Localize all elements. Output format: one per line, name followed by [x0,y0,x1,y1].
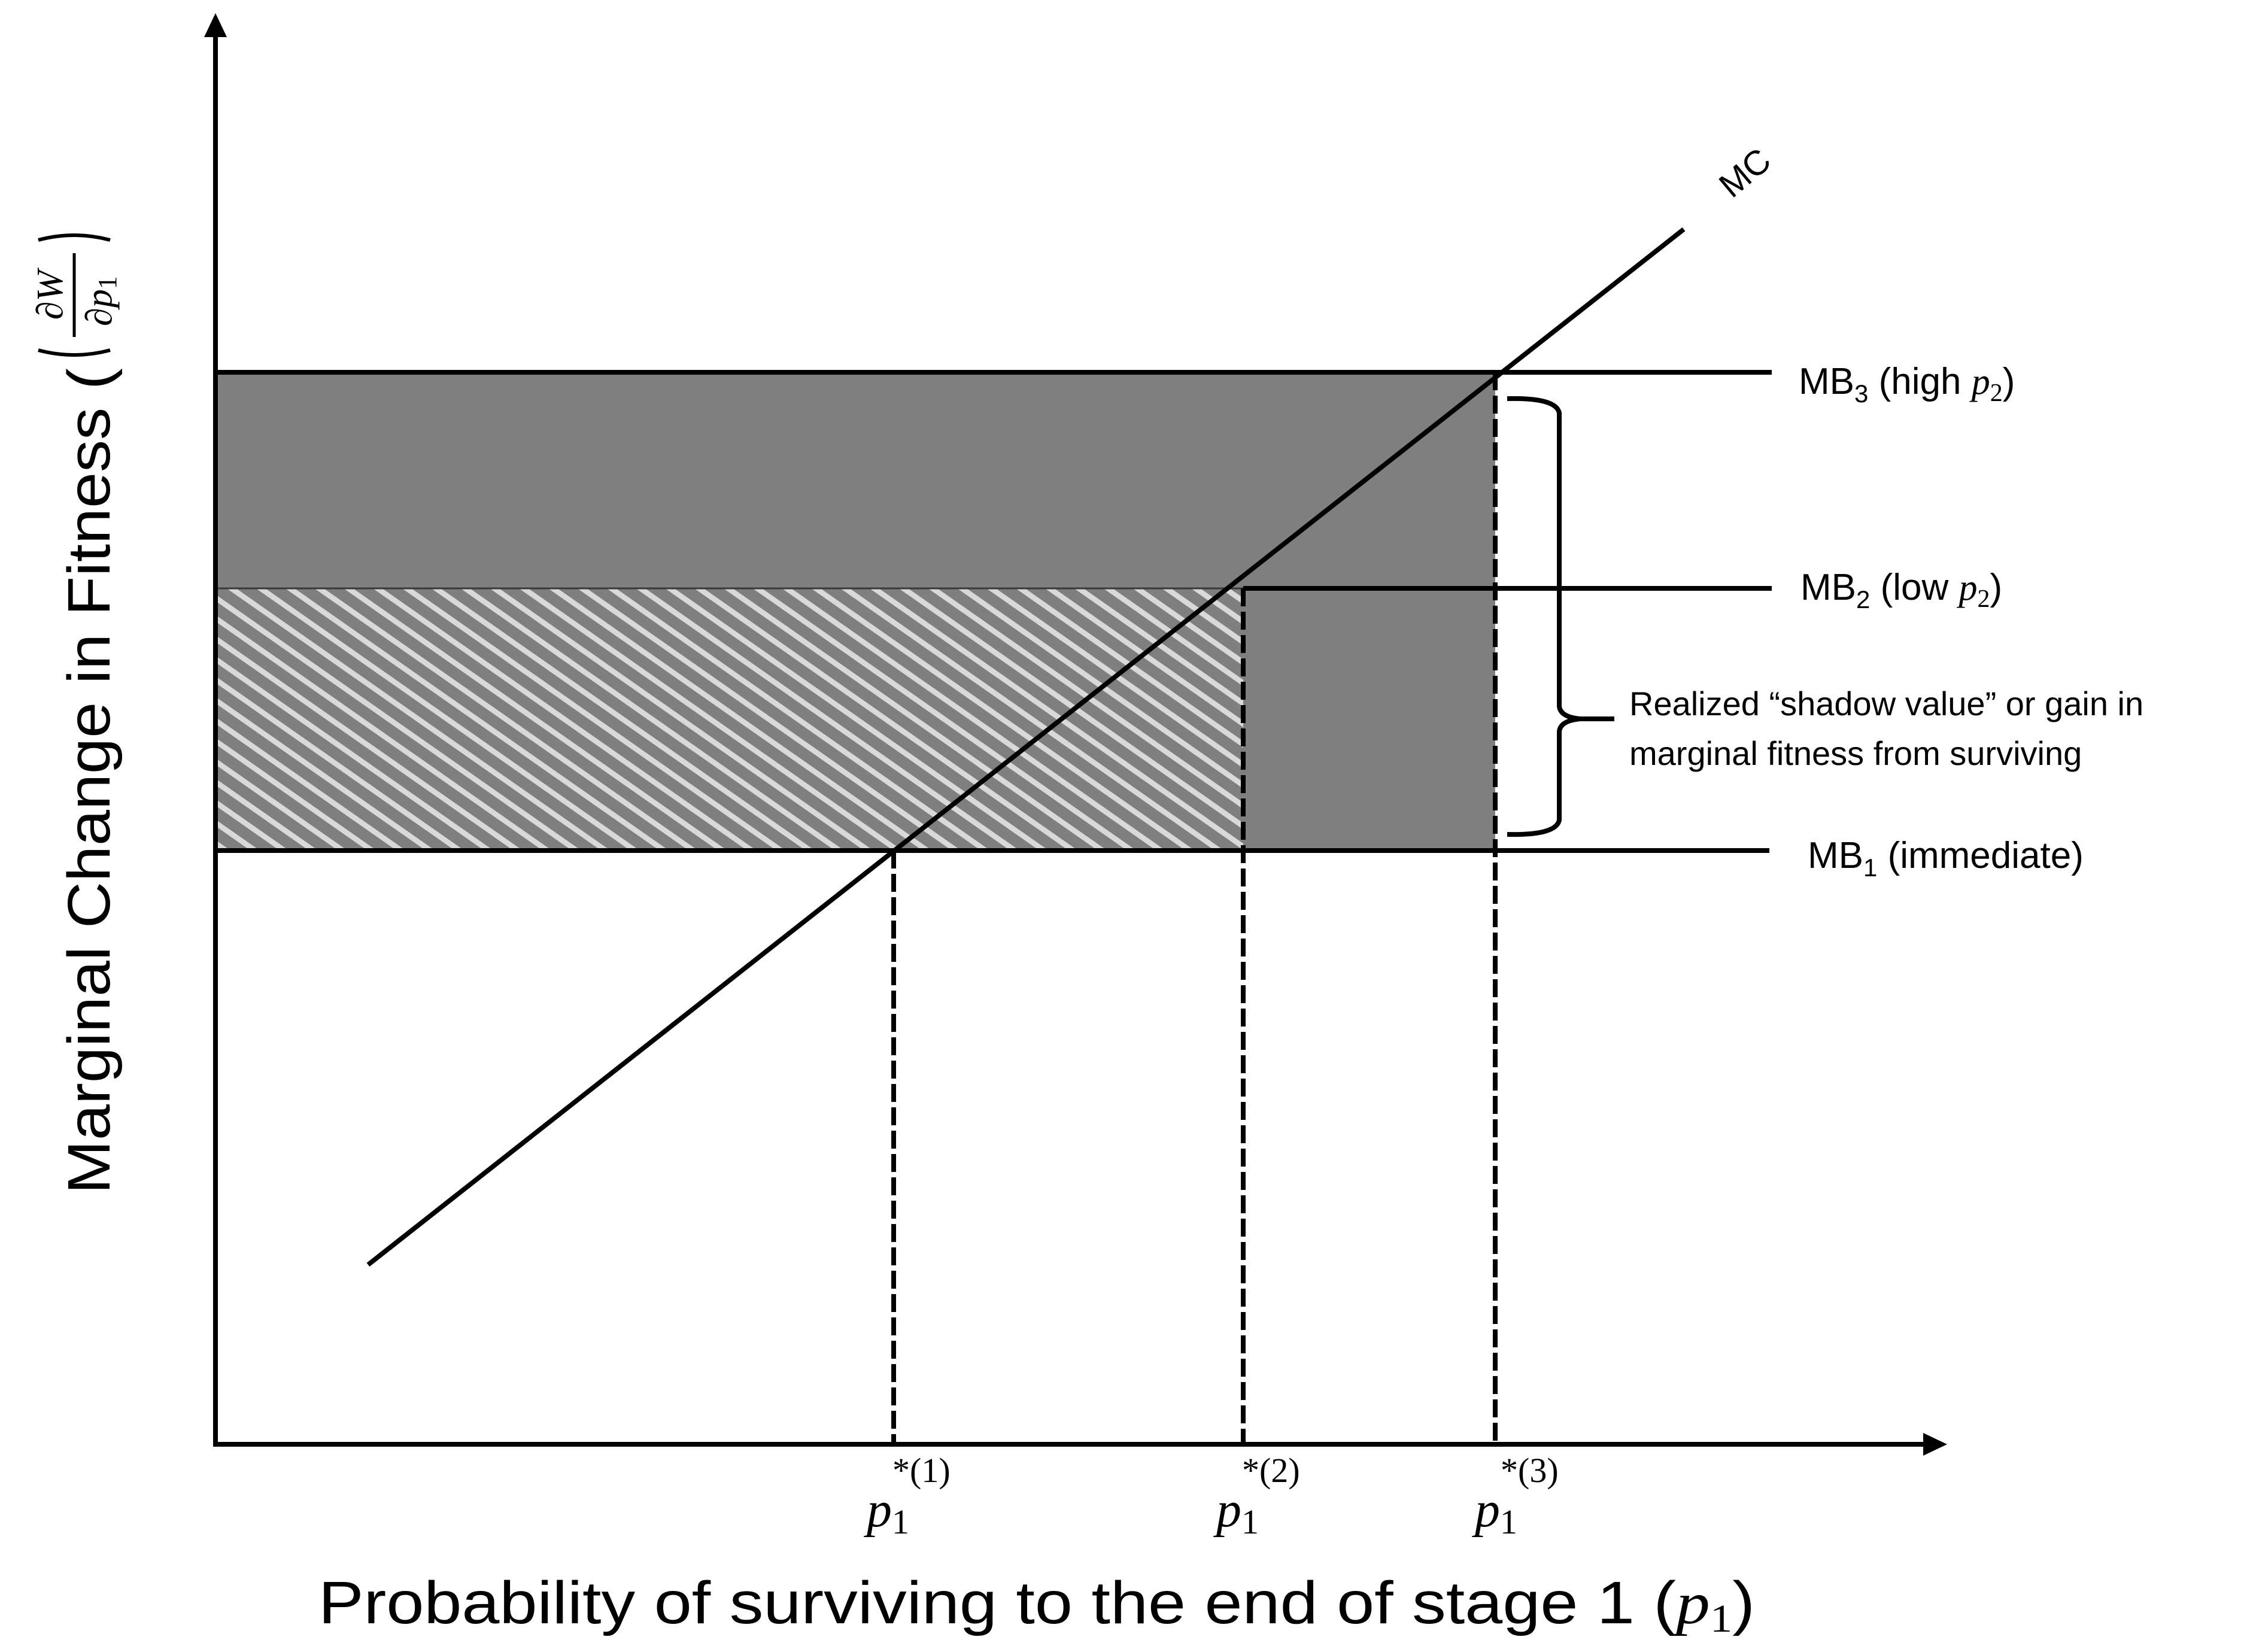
mb1-label: MB1 (immediate) [1808,835,2084,882]
y-axis-fraction: ∂W ∂p1 [30,233,122,357]
mc-curve [366,227,1686,1267]
benefit-lines [215,370,1772,853]
tick-label-p1-star-1: p1*(1) [864,1451,951,1541]
annotation-line-2: marginal fitness from surviving [1629,734,2082,772]
shaded-regions [215,372,1495,851]
x-axis-arrow-icon [1923,1433,1947,1456]
solid-shade-upper [215,372,1495,588]
x-axis-title: Probability of surviving to the end of s… [318,1569,1755,1641]
axes [204,13,1947,1456]
solid-shade-right [1243,588,1495,851]
equilibrium-dashed-lines [891,372,1498,1444]
tick-label-p1-star-3: p1*(3) [1472,1451,1559,1541]
mb2-label: MB2 (low p2) [1800,567,2002,614]
hatched-shade [215,588,1243,851]
y-axis-title-group: Marginal Change in Fitness ( ∂W ∂p1 [30,233,123,1194]
curly-brace-icon [1507,396,1614,837]
y-axis-arrow-icon [204,13,227,37]
fraction-numerator: ∂W [30,268,71,320]
mb3-label: MB3 (high p2) [1799,361,2015,408]
annotation-line-1: Realized “shadow value” or gain in [1629,685,2143,722]
mc-label: MC [1712,141,1778,205]
fraction-denominator: ∂p1 [79,276,122,326]
y-axis-title: Marginal Change in Fitness ( [56,368,123,1194]
fraction-open-paren [38,348,111,357]
fraction-close-paren [38,233,111,242]
tick-label-p1-star-2: p1*(2) [1213,1451,1300,1541]
x-tick-labels: p1*(1) p1*(2) p1*(3) [864,1451,1559,1541]
